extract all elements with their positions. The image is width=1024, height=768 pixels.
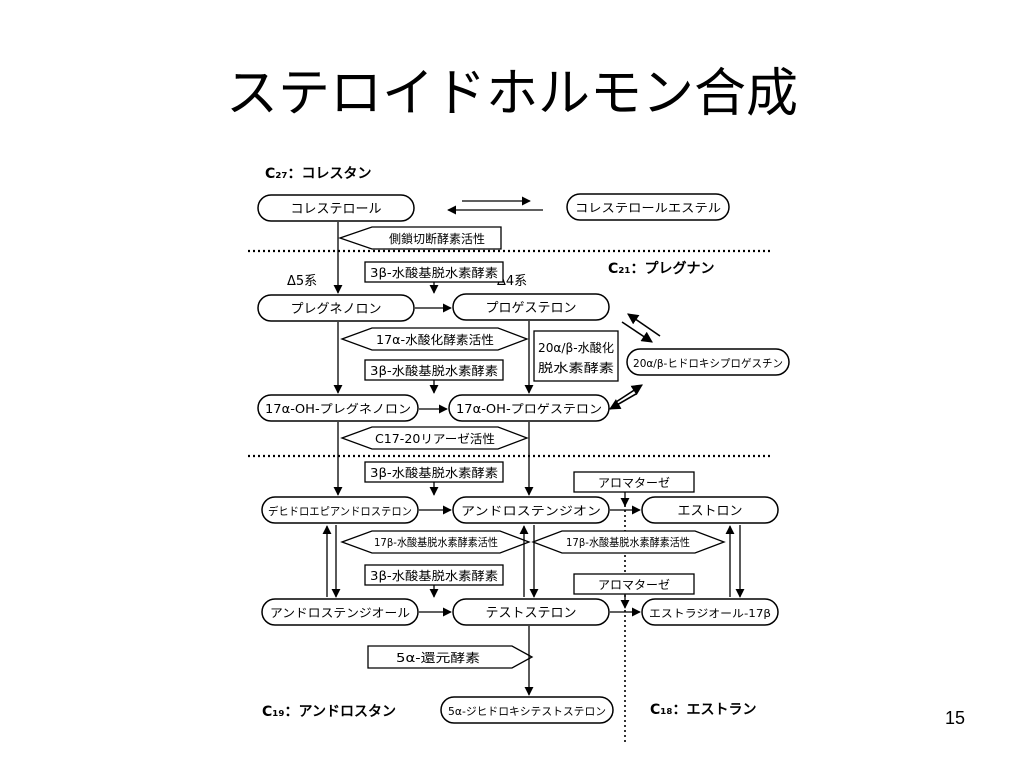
enzyme-hsd3b-3: 3β-水酸基脱水素酵素 [370,465,498,480]
compound-dhea: デヒドロエピアンドロステロン [268,504,412,518]
enzyme-arrow-lyase [340,426,529,450]
class-label-c27: C₂₇：コレスタン [265,166,372,182]
slide-title: ステロイドホルモン合成 [225,64,798,124]
enzyme-arrow-hsd17b-1 [340,530,531,554]
compound-box-dhea [261,496,419,524]
page-number: 15 [944,708,965,728]
compound-box-dht [440,696,614,724]
compound-estradiol: エストラジオール-17β [649,607,771,620]
compound-box-cholesterol [257,194,415,222]
enzyme-hsd17b-1: 17β-水酸基脱水素酵素活性 [374,535,498,549]
compound-box-androstenedione [452,496,610,524]
compound-box-testosterone [452,598,610,626]
compound-17oh-progesterone: 17α-OH-プロゲステロン [456,402,602,416]
compound-box-20-hydroxyprogestin [626,348,790,376]
arrow-20-hydroxyprogestin-to-17oh-progesterone [609,393,637,410]
compound-androstenediol: アンドロステンジオール [270,606,410,620]
compound-box-androstenediol [261,598,419,626]
compound-cholesterol: コレステロール [290,202,381,217]
enzyme-arrow-side-chain [338,226,502,250]
class-label-c19: C₁₉：アンドロスタン [262,704,396,720]
class-label-c18: C₁₈：エストラン [650,702,757,718]
compound-20-hydroxyprogestin: 20α/β-ヒドロキシプロゲスチン [633,357,783,370]
class-label-c21: C₂₁：プレグナン [608,260,715,277]
enzyme-hsd3b-4: 3β-水酸基脱水素酵素 [370,568,498,583]
compound-cholesterol-ester: コレステロールエステル [575,201,721,215]
enzyme-side-chain: 側鎖切断酵素活性 [389,231,485,246]
enzyme-hsd3b-2: 3β-水酸基脱水素酵素 [370,363,498,378]
enzyme-aromatase-2: アロマターゼ [598,578,670,592]
series-label-delta5: Δ5系 [287,274,317,289]
compound-estrone: エストロン [677,504,742,519]
arrow-17oh-progesterone-to-20-hydroxyprogestin [615,384,643,403]
enzyme-arrow-hsd17b-2 [531,530,726,554]
compound-progesterone: プロゲステロン [485,301,576,316]
compound-box-cholesterol-ester [566,193,730,221]
series-label-delta4: Δ4系 [497,274,527,289]
compound-testosterone: テストステロン [485,606,576,621]
compound-box-pregnenolone [257,294,415,322]
arrow-progesterone-to-20-hydroxyprogestin [621,321,653,343]
compound-box-estradiol [641,598,779,626]
arrow-20-hydroxyprogestin-to-progesterone [627,313,661,337]
enzyme-box-aromatase-2 [573,573,695,595]
enzyme-lyase: C17-20リアーゼ活性 [375,432,495,446]
enzyme-arrow-hydroxylase17 [340,327,529,351]
enzyme-hydroxylase17: 17α-水酸化酵素活性 [376,332,494,347]
compound-box-estrone [641,496,779,524]
compound-pregnenolone: プレグネノロン [290,302,381,317]
enzyme-box-aromatase-1 [573,471,695,493]
compound-dht: 5α-ジヒドロキシテストステロン [448,705,606,718]
enzyme-hsd3b-1: 3β-水酸基脱水素酵素 [370,265,498,280]
enzyme-hsd17b-2: 17β-水酸基脱水素酵素活性 [566,535,690,549]
enzyme-arrow-reductase5a [367,645,534,669]
compound-box-progesterone [452,293,610,321]
enzyme-20-hsd-line1: 20α/β-水酸化 [538,340,614,355]
compound-17oh-pregnenolone: 17α-OH-プレグネノロン [265,402,411,416]
enzyme-reductase5a: 5α-還元酵素 [396,651,480,665]
compound-box-17oh-pregnenolone [257,394,419,422]
enzyme-aromatase-1: アロマターゼ [598,476,670,490]
enzyme-box-20-hsd [533,330,619,382]
enzyme-20-hsd-line2: 脱水素酵素 [538,360,614,375]
compound-androstenedione: アンドロステンジオン [461,504,601,518]
compound-box-17oh-progesterone [448,394,610,422]
